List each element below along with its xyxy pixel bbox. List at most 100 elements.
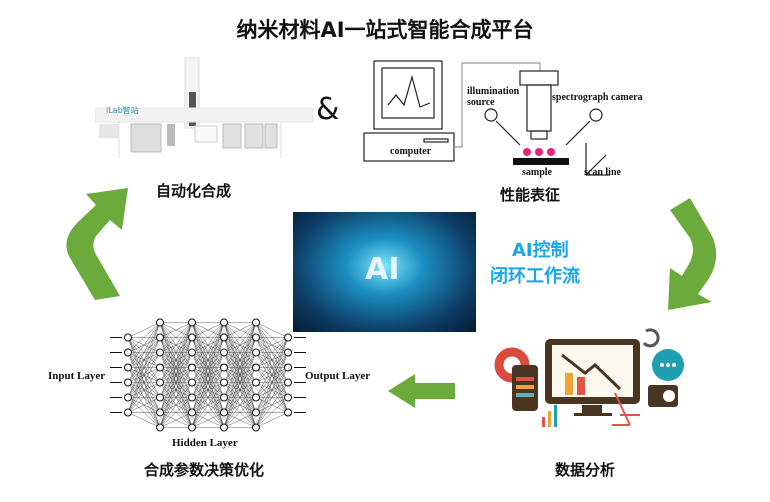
nn-node [252, 408, 260, 417]
input-layer-label: Input Layer [48, 370, 106, 382]
nn-connection [255, 367, 289, 428]
nn-node [188, 318, 196, 327]
nn-node [188, 363, 196, 372]
nn-node [156, 333, 164, 342]
ampersand: & [316, 92, 340, 127]
ilab-logo: iLab智站 [106, 106, 139, 115]
ai-image-text: AI [365, 252, 400, 287]
nn-connection [255, 337, 289, 413]
nn-node [284, 333, 292, 342]
nn-node [124, 408, 132, 417]
nn-connection [191, 382, 225, 428]
nn-node [220, 318, 228, 327]
nn-node [252, 348, 260, 357]
characterization-setup-image [363, 60, 610, 176]
nn-connection [255, 397, 289, 428]
nn-node [252, 378, 260, 387]
nn-connection [159, 382, 193, 428]
nn-node [284, 363, 292, 372]
nn-connection [223, 322, 257, 338]
nn-node [284, 378, 292, 387]
nn-connection [255, 322, 289, 338]
nn-connection [223, 322, 257, 428]
nn-connection [127, 382, 161, 413]
nn-node [188, 348, 196, 357]
nn-node [156, 348, 164, 357]
nn-connection [159, 322, 193, 353]
sample-label: sample [522, 167, 552, 178]
nn-node [124, 348, 132, 357]
nn-connection [191, 352, 225, 428]
nn-node [284, 408, 292, 417]
nn-connection [159, 322, 193, 368]
nn-node [284, 348, 292, 357]
nn-connection [127, 322, 161, 338]
nn-connection [223, 352, 257, 428]
nn-connection [127, 337, 161, 413]
nn-connection [223, 322, 257, 383]
nn-connection [255, 352, 289, 428]
nn-connection [191, 322, 225, 398]
nn-connection [191, 322, 225, 368]
nn-node [124, 333, 132, 342]
nn-connection [223, 322, 257, 398]
nn-connection [223, 322, 257, 353]
nn-connection [159, 367, 193, 428]
nn-connection [223, 322, 257, 368]
nn-connection [159, 337, 193, 428]
nn-node [124, 393, 132, 402]
nn-node [220, 348, 228, 357]
nn-node [252, 333, 260, 342]
nn-node [252, 423, 260, 432]
nn-node [156, 408, 164, 417]
nn-node [252, 318, 260, 327]
nn-connection [159, 322, 193, 338]
nn-node [156, 393, 164, 402]
nn-node [220, 393, 228, 402]
nn-node [188, 408, 196, 417]
nn-node [156, 363, 164, 372]
nn-connection [159, 322, 193, 383]
nn-connection [223, 337, 257, 428]
nn-connection [191, 322, 225, 413]
page-title: 纳米材料AI一站式智能合成平台 [236, 18, 534, 42]
nn-connection [255, 337, 289, 383]
arrow-up-left [66, 188, 128, 300]
nn-node [156, 378, 164, 387]
nn-connection [255, 337, 289, 368]
ai-head-image: AI [293, 212, 476, 332]
closed-loop-text: 闭环工作流 [490, 266, 580, 287]
nn-connection [223, 382, 257, 428]
nn-connection [191, 367, 225, 428]
nn-node [220, 378, 228, 387]
nn-node [252, 363, 260, 372]
nn-connection [127, 322, 161, 368]
scan-line-label: scan line [584, 167, 621, 178]
nn-connection [127, 322, 161, 383]
nn-connection [223, 367, 257, 428]
nn-connection [223, 397, 257, 428]
nn-connection [127, 412, 161, 428]
nn-connection [255, 337, 289, 353]
nn-connection [159, 322, 193, 398]
output-layer-label: Output Layer [305, 370, 371, 382]
optimization-caption: 合成参数决策优化 [144, 461, 265, 479]
nn-connection [255, 382, 289, 428]
nn-node [156, 318, 164, 327]
nn-connection [191, 322, 225, 353]
nn-connection [159, 352, 193, 428]
hidden-layer-label: Hidden Layer [172, 437, 238, 449]
nn-connection [127, 367, 161, 413]
nn-connection [255, 412, 289, 428]
nn-node [124, 363, 132, 372]
nn-connection [191, 397, 225, 428]
nn-connection [127, 322, 161, 413]
arrow-down-right [668, 198, 717, 310]
nn-node [252, 393, 260, 402]
nn-node [188, 393, 196, 402]
nn-connection [191, 322, 225, 383]
nn-connection [159, 322, 193, 413]
nn-connection [191, 337, 225, 428]
